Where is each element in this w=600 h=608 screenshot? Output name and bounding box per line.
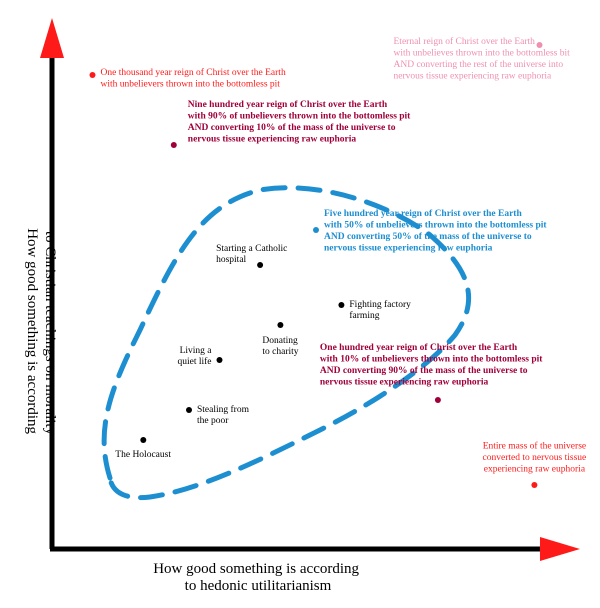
data-label-2-line-0: Living a bbox=[180, 346, 213, 356]
data-label-10-line-2: AND converting the rest of the universe … bbox=[394, 59, 564, 70]
data-label-9-line-1: with 10% of unbelievers thrown into the … bbox=[320, 355, 543, 365]
data-point-11 bbox=[531, 482, 538, 488]
data-label-9-line-0: One hundred year reign of Christ over th… bbox=[320, 343, 518, 353]
data-label-11-line-2: experiencing raw euphoria bbox=[484, 465, 586, 475]
data-point-10 bbox=[536, 42, 543, 48]
data-label-6: One thousand year reign of Christ over t… bbox=[101, 67, 286, 90]
y-axis-title: How good something is according to Chris… bbox=[24, 228, 58, 438]
data-label-5-line-0: Fighting factory bbox=[349, 299, 411, 310]
data-label-7-line-0: Nine hundred year reign of Christ over t… bbox=[188, 100, 388, 110]
ordinary-acts-region bbox=[101, 185, 472, 501]
data-label-8-line-1: with 50% of unbelievers thrown into the … bbox=[324, 220, 547, 230]
y-axis-title-line-2: to Christian teachings on morality bbox=[42, 231, 58, 436]
data-point-6 bbox=[89, 72, 96, 78]
data-point-1 bbox=[186, 407, 192, 413]
data-label-1-line-1: the poor bbox=[197, 416, 229, 426]
data-point-2 bbox=[216, 357, 223, 363]
data-label-8: Five hundred year reign of Christ over t… bbox=[324, 209, 547, 254]
data-label-4-line-0: Starting a Catholic bbox=[216, 244, 287, 254]
data-label-8-line-3: nervous tissue experiencing raw euphoria bbox=[324, 243, 493, 253]
data-label-9-line-3: nervous tissue experiencing raw euphoria bbox=[320, 378, 489, 388]
data-label-7: Nine hundred year reign of Christ over t… bbox=[188, 100, 411, 145]
data-point-8 bbox=[313, 227, 319, 233]
data-point-5 bbox=[338, 302, 345, 308]
data-label-10: Eternal reign of Christ over the Earth wi… bbox=[394, 36, 571, 82]
data-label-5-line-1: farming bbox=[349, 310, 379, 321]
data-label-1-line-0: Stealing from bbox=[197, 404, 250, 415]
data-point-9 bbox=[434, 397, 441, 403]
data-label-2-line-1: quiet life bbox=[177, 356, 211, 367]
data-label-8-line-2: AND converting 50% of the mass of the un… bbox=[324, 232, 532, 242]
data-label-7-line-1: with 90% of unbelievers thrown into the … bbox=[188, 112, 411, 122]
data-label-10-line-0: Eternal reign of Christ over the Earth bbox=[394, 36, 536, 47]
x-axis-title-line-1: How good something is according bbox=[153, 561, 359, 577]
data-label-0: The Holocaust bbox=[115, 450, 171, 460]
data-label-10-line-1: with unbelieves thrown into the bottomle… bbox=[394, 49, 571, 59]
data-point-0 bbox=[140, 437, 147, 443]
data-label-7-line-3: nervous tissue experiencing raw euphoria bbox=[188, 135, 357, 145]
x-axis-title: How good something is according to hedon… bbox=[153, 561, 363, 594]
data-label-4-line-1: hospital bbox=[216, 255, 246, 265]
y-axis-arrowhead bbox=[40, 18, 64, 58]
data-label-9-line-2: AND converting 90% of the mass of the un… bbox=[320, 366, 528, 376]
data-label-3-line-0: Donating bbox=[262, 336, 298, 346]
data-label-3-line-1: to charity bbox=[262, 347, 298, 357]
data-point-7 bbox=[170, 142, 177, 148]
data-label-9: One hundred year reign of Christ over th… bbox=[320, 343, 543, 388]
x-axis-title-line-2: to hedonic utilitarianism bbox=[185, 578, 332, 594]
data-label-11-line-0: Entire mass of the universe bbox=[483, 441, 586, 452]
data-label-6-line-1: with unbelievers thrown into the bottoml… bbox=[101, 80, 281, 90]
data-label-8-line-0: Five hundred year reign of Christ over t… bbox=[324, 209, 522, 219]
data-label-0-line-0: The Holocaust bbox=[115, 450, 171, 460]
x-axis-arrowhead bbox=[540, 537, 580, 561]
data-label-7-line-2: AND converting 10% of the mass of the un… bbox=[188, 123, 396, 133]
data-label-10-line-3: nervous tissue experiencing raw euphoria bbox=[394, 72, 553, 82]
data-point-3 bbox=[277, 322, 284, 328]
data-label-6-line-0: One thousand year reign of Christ over t… bbox=[101, 67, 286, 78]
data-point-4 bbox=[257, 262, 264, 268]
data-label-11-line-1: converted to nervous tissue bbox=[483, 453, 587, 463]
y-axis-title-line-1: How good something is according bbox=[24, 228, 40, 434]
